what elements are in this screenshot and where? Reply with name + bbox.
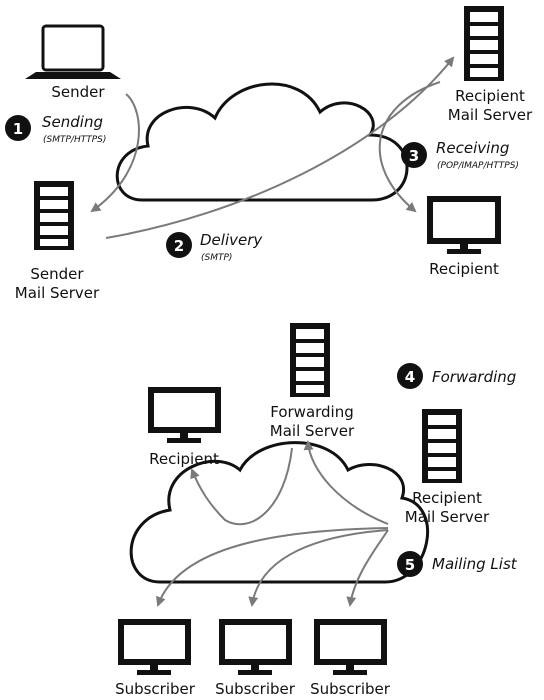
- step-2-badge: [166, 232, 192, 258]
- step-4-badge: [397, 363, 423, 389]
- internet-cloud-top: [115, 82, 409, 202]
- step-3-number: 3: [409, 147, 419, 165]
- subscriber-label-3: Subscriber: [310, 680, 391, 698]
- step-3-badge: [401, 142, 427, 168]
- sender-server-label-line2: Mail Server: [15, 284, 100, 302]
- subscriber-monitor-icon-2: [219, 619, 292, 675]
- step-1-badge: [5, 115, 31, 141]
- subscriber-label-1: Subscriber: [115, 680, 196, 698]
- recipient-monitor-icon: [427, 196, 501, 254]
- recipient-server-label-line2: Mail Server: [448, 106, 533, 124]
- laptop-icon: [25, 24, 121, 79]
- forwarding-arrow-to-server: [303, 440, 389, 525]
- sending-arrow: [90, 93, 140, 213]
- subscriber-monitor-icon-1: [118, 619, 191, 675]
- recipient-server-label-bottom-line2: Mail Server: [405, 508, 490, 526]
- recipient-label-bottom: Recipient: [149, 450, 219, 468]
- step-5-badge: [397, 551, 423, 577]
- recipient-server-icon-bottom: [422, 409, 462, 483]
- step-3-protocol: (POP/IMAP/HTTPS): [437, 161, 519, 171]
- subscriber-label-2: Subscriber: [215, 680, 296, 698]
- forwarding-arrow-to-recipient: [190, 447, 293, 526]
- step-1-title: Sending: [42, 113, 103, 131]
- step-2-number: 2: [174, 237, 184, 255]
- step-4-number: 4: [405, 368, 415, 386]
- forwarding-server-label-line2: Mail Server: [270, 422, 355, 440]
- sender-server-label-line1: Sender: [30, 265, 84, 283]
- step-2-protocol: (SMTP): [201, 253, 232, 263]
- subscriber-monitor-icon-3: [314, 619, 387, 675]
- mailing-list-arrow-3: [346, 529, 389, 607]
- receiving-arrow: [378, 81, 441, 213]
- step-5-number: 5: [405, 556, 415, 574]
- mailing-list-arrow-1: [156, 527, 389, 607]
- forwarding-server-label-line1: Forwarding: [270, 403, 354, 421]
- recipient-monitor-icon-bottom: [148, 387, 221, 443]
- mailing-list-arrow-2: [248, 529, 389, 607]
- recipient-server-label-line1: Recipient: [455, 87, 525, 105]
- step-5-title: Mailing List: [432, 555, 518, 573]
- delivery-arrow: [105, 56, 455, 239]
- step-1-protocol: (SMTP/HTTPS): [43, 135, 106, 145]
- sender-label: Sender: [51, 83, 105, 101]
- step-4-title: Forwarding: [432, 368, 516, 386]
- step-2-title: Delivery: [200, 231, 263, 249]
- step-3-title: Receiving: [436, 139, 509, 157]
- internet-cloud-bottom: [129, 441, 429, 584]
- step-1-number: 1: [13, 120, 23, 138]
- forwarding-server-icon: [290, 323, 330, 397]
- recipient-server-label-bottom-line1: Recipient: [412, 489, 482, 507]
- recipient-label: Recipient: [429, 260, 499, 278]
- recipient-server-icon: [464, 6, 504, 81]
- sender-server-icon: [34, 181, 74, 250]
